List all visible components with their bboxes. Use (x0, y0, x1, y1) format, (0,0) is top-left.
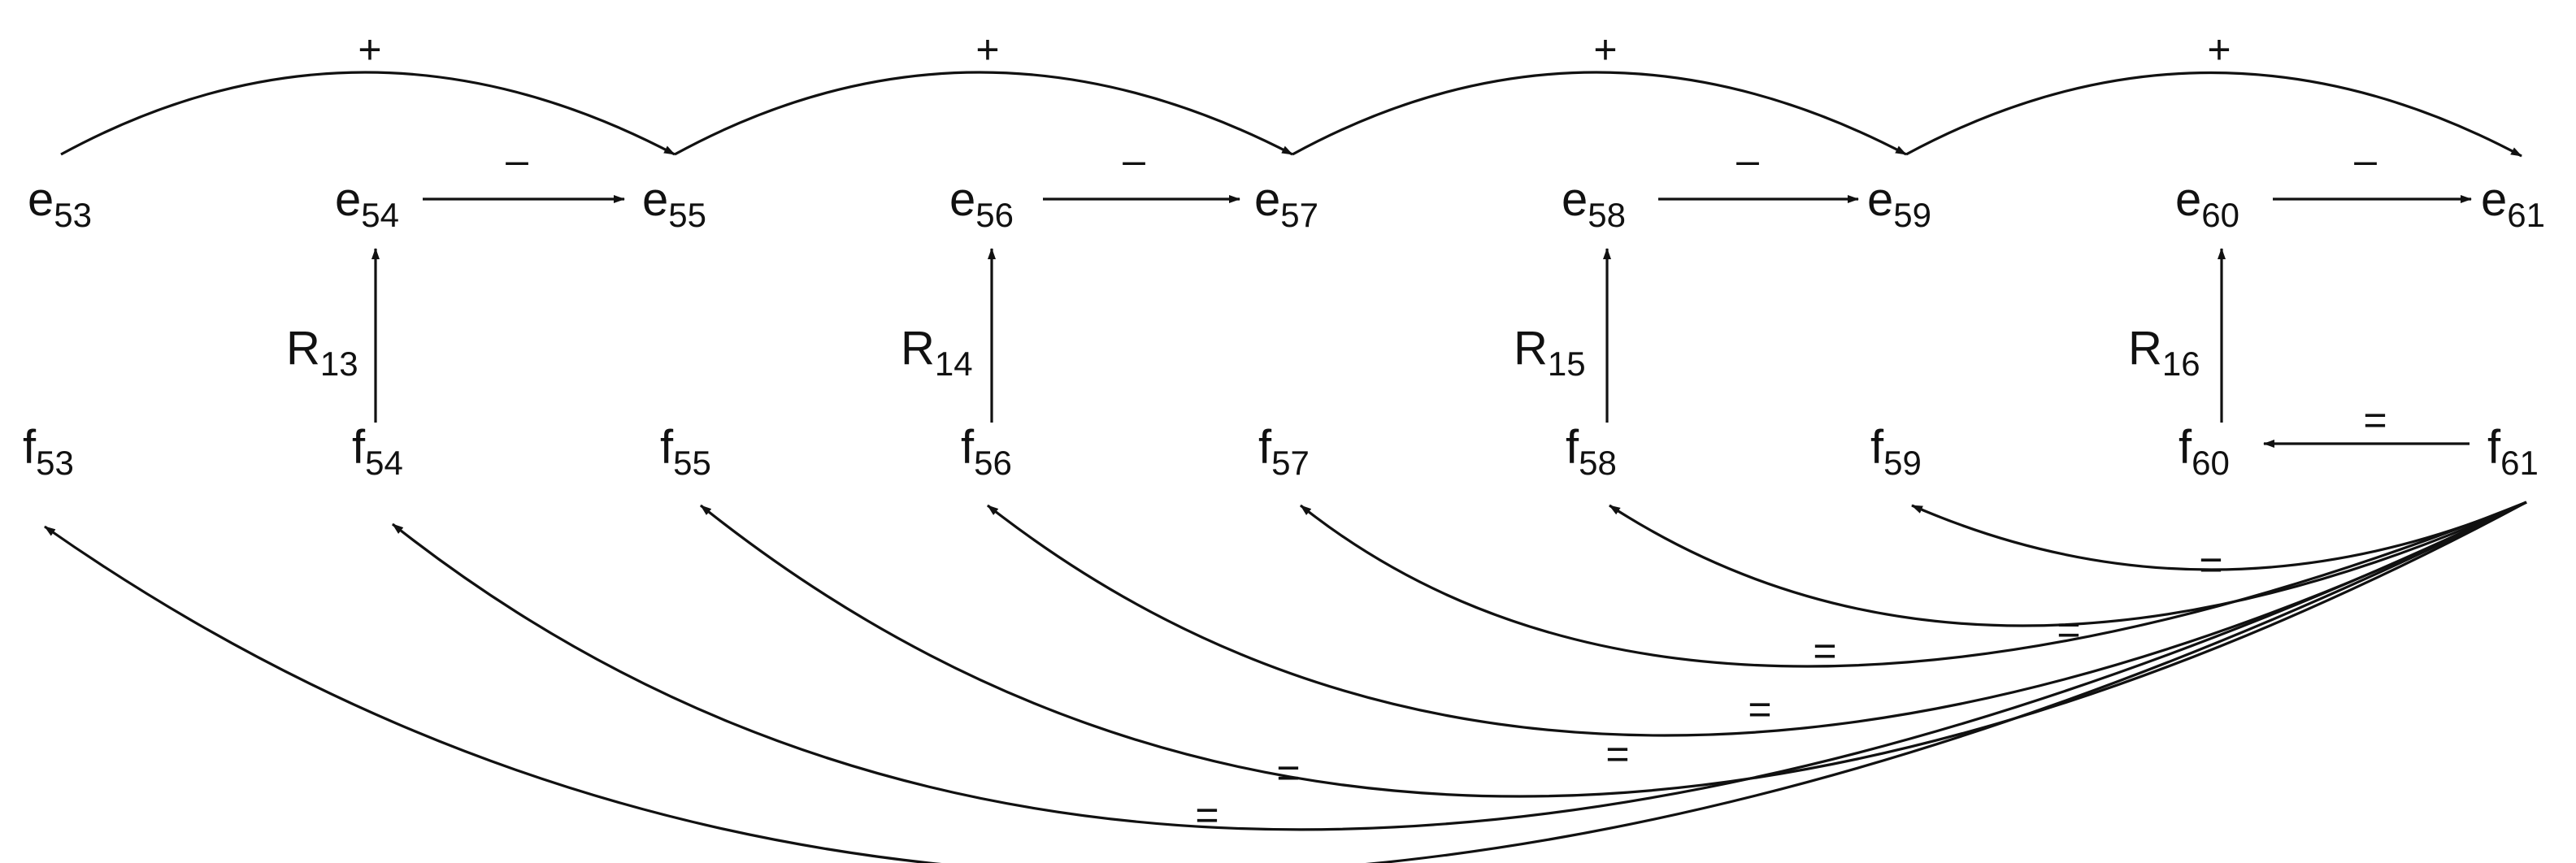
node-e58-base: e (1562, 173, 1588, 226)
node-f55-base: f (660, 421, 674, 474)
relation-R14-base: R (901, 322, 935, 375)
edge-label-eq_61_54: = (1276, 750, 1300, 796)
node-f57-base: f (1258, 421, 1272, 474)
node-e61-subscript: 61 (2507, 196, 2545, 234)
edge-eq_61_55 (700, 501, 2527, 798)
relation-R13-base: R (286, 322, 320, 375)
node-f55: f55 (660, 421, 711, 482)
node-f60: f60 (2179, 421, 2230, 482)
node-e60: e60 (2175, 173, 2239, 234)
edge-label-plus_55_57: + (975, 27, 999, 72)
node-e56: e56 (949, 173, 1014, 234)
node-f58: f58 (1566, 421, 1617, 482)
edge-label-plus_59_61: + (2207, 27, 2231, 72)
relation-R15-base: R (1514, 322, 1548, 375)
edge-eq_61_54 (392, 501, 2527, 831)
node-e55-base: e (642, 173, 668, 226)
node-e54-base: e (335, 173, 361, 226)
edge-eq_61_53 (44, 501, 2527, 863)
node-f61-base: f (2487, 421, 2501, 474)
node-e53-subscript: 53 (54, 196, 92, 234)
node-f54-subscript: 54 (365, 444, 403, 482)
node-e59-base: e (1867, 173, 1893, 226)
edge-label-eq_61_55: = (1605, 731, 1629, 777)
node-e56-base: e (949, 173, 975, 226)
edge-label-plus_53_55: + (358, 27, 381, 72)
node-f54: f54 (352, 421, 403, 482)
node-e58-subscript: 58 (1588, 196, 1626, 234)
node-e57-base: e (1254, 173, 1280, 226)
node-e53: e53 (28, 173, 92, 234)
relation-R16-base: R (2128, 322, 2162, 375)
node-e59-subscript: 59 (1893, 196, 1931, 234)
node-f61-subscript: 61 (2500, 444, 2539, 482)
relation-R13: R13 (286, 322, 358, 383)
edge-eq_61_56 (987, 501, 2527, 737)
node-f59-subscript: 59 (1883, 444, 1922, 482)
node-f57: f57 (1258, 421, 1310, 482)
node-f59-base: f (1870, 421, 1884, 474)
node-e54-subscript: 54 (361, 196, 399, 234)
node-e57-subscript: 57 (1280, 196, 1318, 234)
edge-eq_61_57 (1300, 501, 2527, 668)
node-f53: f53 (23, 421, 74, 482)
node-e56-subscript: 56 (975, 196, 1014, 234)
node-f58-base: f (1566, 421, 1579, 474)
node-f57-subscript: 57 (1271, 444, 1310, 482)
edge-label-minus_56_57: – (1123, 137, 1145, 183)
relation-R14: R14 (901, 322, 973, 383)
edge-eq_61_59 (1911, 501, 2527, 571)
edge-label-plus_57_59: + (1593, 27, 1617, 72)
node-e60-subscript: 60 (2201, 196, 2239, 234)
relation-R13-subscript: 13 (320, 345, 358, 383)
relation-R16-subscript: 16 (2162, 345, 2200, 383)
edge-label-eq_61_57: = (1813, 628, 1836, 674)
node-f60-base: f (2179, 421, 2192, 474)
node-e57: e57 (1254, 173, 1318, 234)
node-f53-base: f (23, 421, 37, 474)
node-e58: e58 (1562, 173, 1626, 234)
node-f54-base: f (352, 421, 366, 474)
node-f55-subscript: 55 (673, 444, 711, 482)
node-f60-subscript: 60 (2192, 444, 2230, 482)
node-e59: e59 (1867, 173, 1931, 234)
node-e61: e61 (2481, 173, 2545, 234)
node-f58-subscript: 58 (1579, 444, 1617, 482)
edge-plus_55_57 (674, 71, 1293, 156)
edge-label-minus_58_59: – (1736, 137, 1759, 183)
node-f61: f61 (2487, 421, 2539, 482)
node-f56-subscript: 56 (974, 444, 1012, 482)
node-f59: f59 (1870, 421, 1922, 482)
relation-R16: R16 (2128, 322, 2200, 383)
edge-label-eq_61_59: = (2199, 542, 2222, 588)
edge-label-eq_61_56: = (1748, 687, 1771, 732)
relation-R14-subscript: 14 (935, 345, 973, 383)
relation-R15-subscript: 15 (1548, 345, 1586, 383)
edge-eq_61_58 (1609, 501, 2527, 627)
edge-label-eq_61_60: = (2363, 397, 2387, 443)
node-f53-subscript: 53 (36, 444, 74, 482)
node-e55-subscript: 55 (668, 196, 706, 234)
edge-label-minus_60_61: – (2354, 137, 2377, 183)
node-e53-base: e (28, 173, 54, 226)
edge-label-minus_54_55: – (506, 137, 528, 183)
node-e60-base: e (2175, 173, 2201, 226)
edges-layer (44, 71, 2527, 863)
node-e61-base: e (2481, 173, 2507, 226)
relation-R15: R15 (1514, 322, 1586, 383)
node-e54: e54 (335, 173, 399, 234)
edge-plus_53_55 (60, 71, 675, 156)
edge-label-eq_61_53: = (1195, 792, 1218, 838)
edge-label-eq_61_58: = (2057, 607, 2080, 653)
node-f56: f56 (961, 421, 1012, 482)
node-e55: e55 (642, 173, 706, 234)
node-f56-base: f (961, 421, 975, 474)
edge-plus_59_61 (1905, 71, 2522, 158)
edge-plus_57_59 (1292, 71, 1907, 156)
